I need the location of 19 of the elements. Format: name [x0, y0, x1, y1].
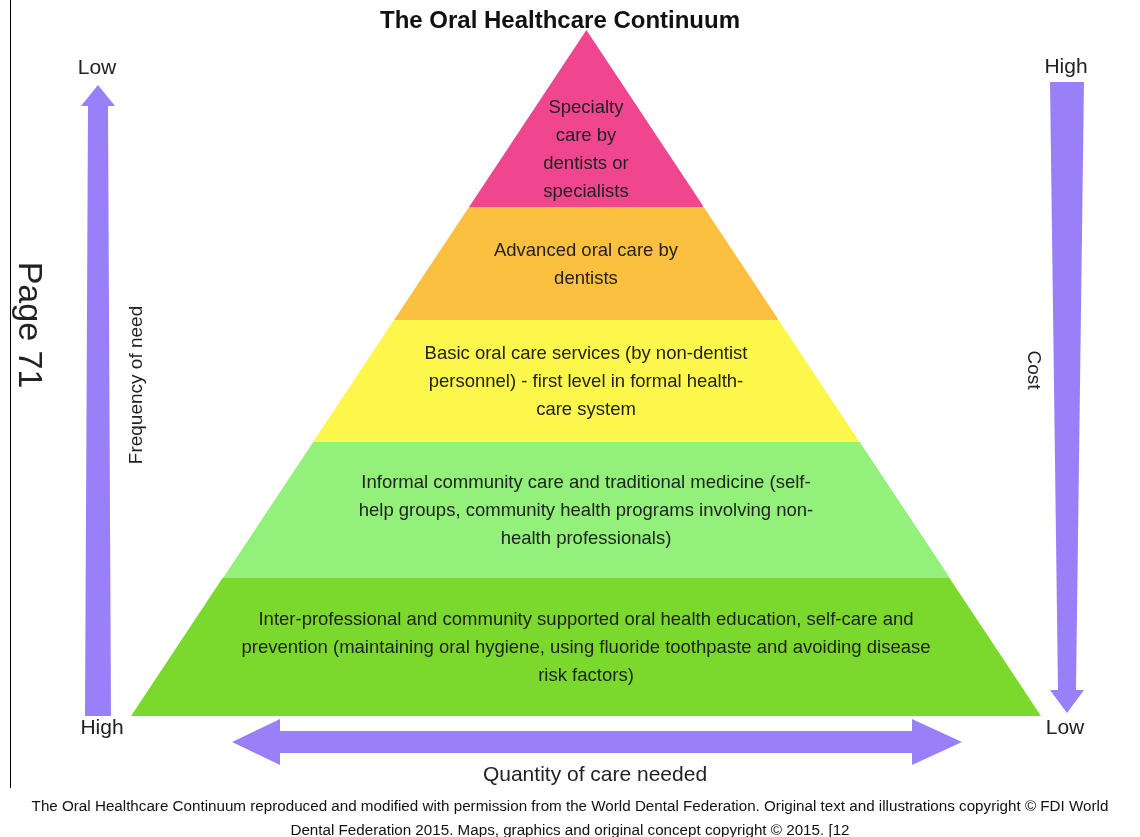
level-label: Low [1045, 715, 1085, 739]
pyramid-tier [222, 442, 950, 578]
tier-text: Advanced oral care by dentists [492, 237, 680, 290]
level-label: Low [77, 55, 117, 79]
pyramid-tier [312, 320, 860, 442]
title: The Oral Healthcare Continuum [378, 6, 742, 34]
tier-text: Basic oral care services (by non-dentist personnel) - first level in formal health-care system [423, 341, 749, 421]
axis-label: Quantity of care needed [482, 762, 708, 786]
axis-label: Frequency of need [125, 305, 147, 465]
tier-text: Inter-professional and community supported oral health education, self-care and prevention (maintaining oral hygiene, using fluoride toothpaste and avoiding disease risk factors) [240, 607, 932, 687]
pyramid-tier [393, 207, 779, 320]
axis-label: Cost [1023, 350, 1045, 390]
level-label: High [1044, 54, 1088, 78]
tier-text: Specialty care by dentists or specialists [542, 94, 630, 203]
pyramid-tier [131, 578, 1041, 716]
level-label: High [80, 715, 124, 739]
pyramid-tier [468, 30, 704, 207]
page-number: Page 71 [10, 261, 50, 389]
tier-text: Informal community care and traditional medicine (self-help groups, community health programs involving non-health professionals) [357, 470, 815, 550]
